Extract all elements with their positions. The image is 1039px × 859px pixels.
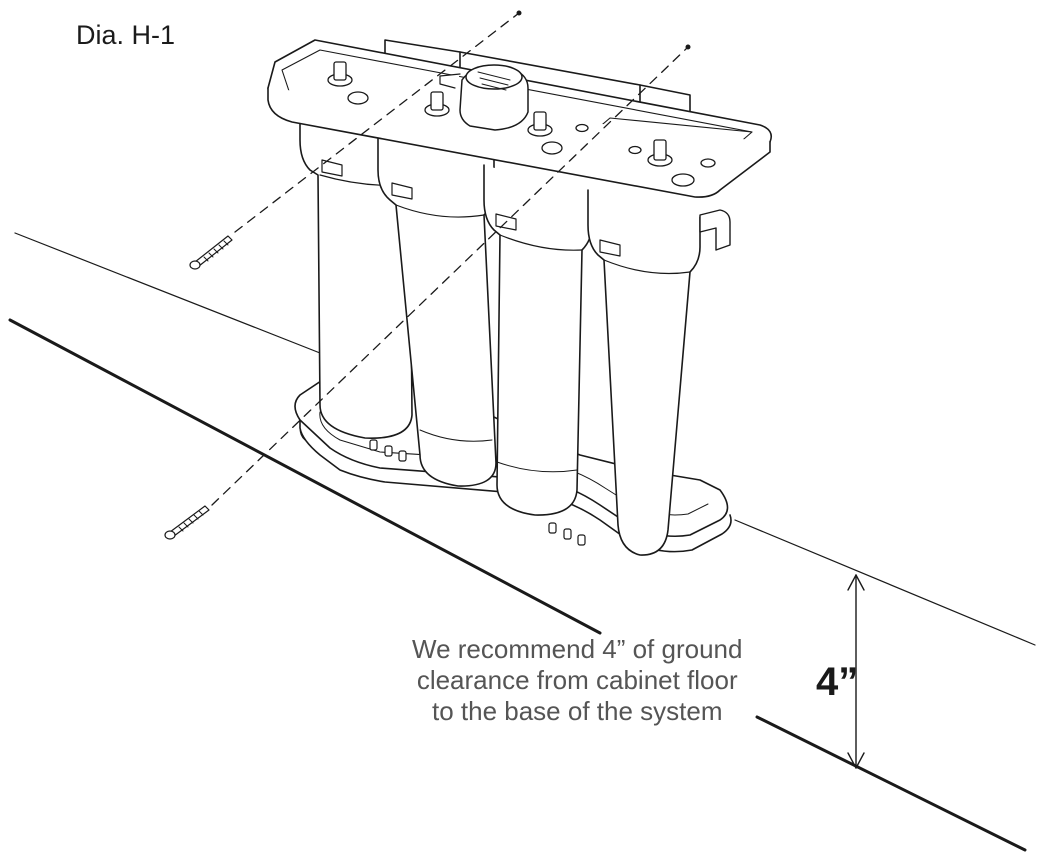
- screw-upper: [189, 235, 233, 270]
- screw-icon: [164, 235, 233, 540]
- floor-edge-front: [8, 318, 602, 635]
- wall-line-upper-left: [14, 232, 321, 354]
- floor-edge-right: [755, 715, 1027, 852]
- screw-target-upper: [516, 10, 522, 16]
- filter-canister-3: [483, 164, 593, 516]
- diagram-label: Dia. H-1: [76, 20, 176, 50]
- clearance-note-line-1: We recommend 4” of ground: [412, 634, 743, 664]
- elbow-fitting: [699, 209, 731, 251]
- tray-pegs: [369, 439, 586, 546]
- filter-canister-4: [587, 189, 701, 556]
- dimension-arrow-icon: [847, 574, 865, 769]
- screw-guide-lines: [211, 12, 689, 506]
- clearance-note: We recommend 4” of ground clearance from…: [412, 634, 742, 727]
- wall-line-right: [734, 519, 1036, 646]
- manifold-fittings: [327, 61, 716, 187]
- screw-lower: [164, 505, 210, 540]
- screw-target-lower: [685, 44, 691, 50]
- solenoid-valve: [439, 64, 529, 131]
- cabinet-lines: [8, 232, 1036, 852]
- clearance-note-line-2: clearance from cabinet floor: [416, 665, 738, 695]
- clearance-note-line-3: to the base of the system: [431, 696, 723, 726]
- dimension-value: 4”: [816, 660, 859, 704]
